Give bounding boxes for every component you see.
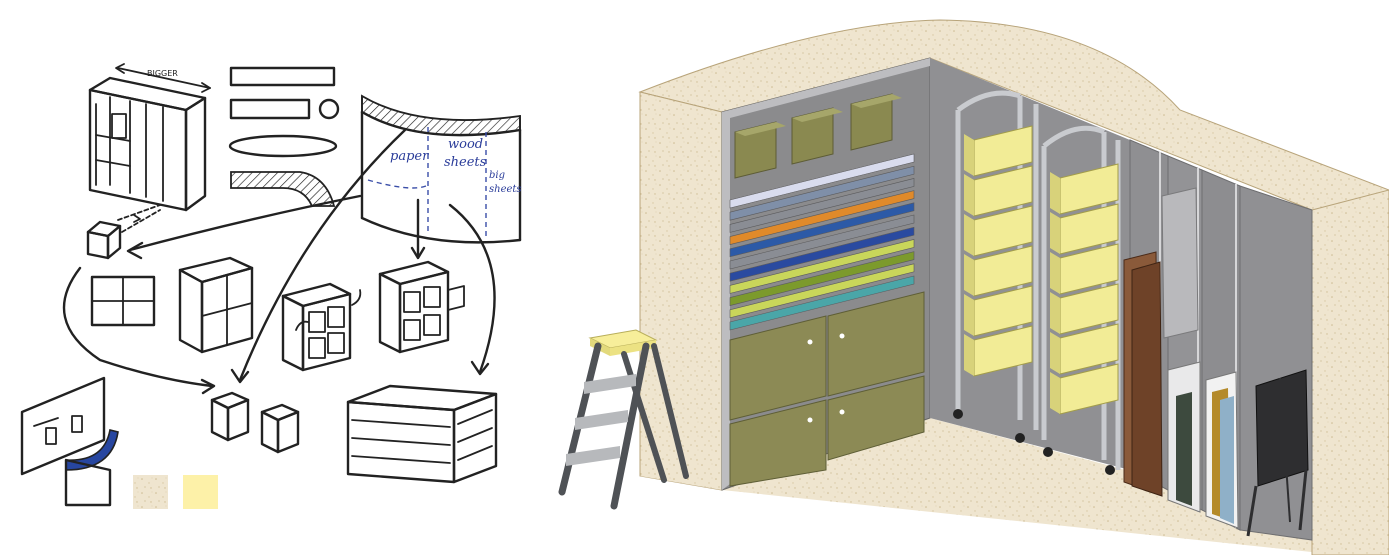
storage-bin-side: [964, 134, 974, 176]
note-sheets: sheets: [444, 155, 487, 170]
sketch-shelving-unit: BIGGER: [90, 64, 210, 210]
storage-bin-side: [964, 334, 974, 376]
note-big: big: [489, 170, 505, 181]
storage-bin-side: [1050, 252, 1060, 294]
wall-left: [640, 92, 722, 490]
note-paper: paper: [390, 149, 429, 164]
storage-bin-side: [1050, 172, 1060, 214]
sketch-open-bins: [212, 393, 298, 452]
storage-bin-side: [964, 254, 974, 296]
sketch-cubby-variants: [92, 258, 464, 370]
sketch-flow-arrows: [64, 130, 495, 393]
sketch-wall-rack: [22, 378, 118, 505]
sketch-small-cube: [88, 205, 160, 258]
concept-sketch: BIGGER: [22, 64, 522, 509]
storage-bin-side: [1050, 292, 1060, 334]
storage-render: [562, 0, 1389, 555]
storage-bin-side: [964, 294, 974, 336]
storage-bin-side: [1050, 372, 1060, 414]
swatch-speckle: [133, 475, 168, 509]
bigger-label: BIGGER: [147, 69, 178, 78]
swatch-yellow: [183, 475, 218, 509]
sketch-flat-file: [348, 386, 496, 482]
wall-right: [1312, 190, 1389, 555]
sketch-panel-shapes: [230, 68, 338, 206]
storage-bin-side: [1050, 212, 1060, 254]
storage-bin-side: [964, 174, 974, 216]
storage-bin-side: [964, 214, 974, 256]
note-big-sheets: sheets: [489, 184, 522, 195]
sketch-curved-partition: paper wood sheets big sheets: [362, 96, 522, 242]
storage-bin-side: [1050, 332, 1060, 374]
note-wood: wood: [448, 137, 483, 152]
